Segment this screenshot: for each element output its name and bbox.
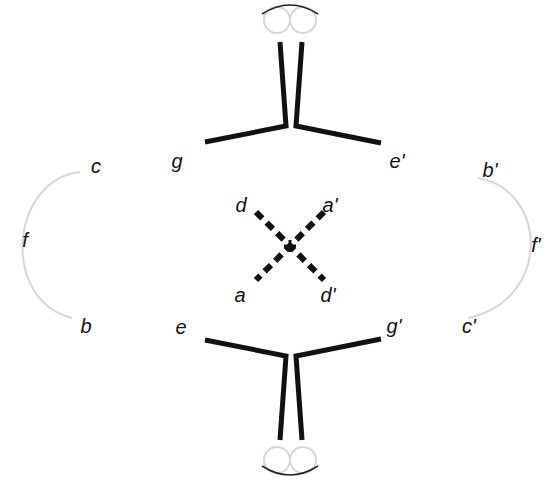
strand-label: f' xyxy=(531,235,540,255)
strand-label: f xyxy=(22,230,28,250)
top-arc xyxy=(262,5,318,14)
strand-label: e xyxy=(175,317,186,337)
strand xyxy=(205,340,286,440)
strand-label: b xyxy=(80,316,91,336)
loop-arcs xyxy=(262,5,318,475)
strand-label: b' xyxy=(483,160,498,180)
strand-label: g' xyxy=(387,316,402,336)
strand xyxy=(296,42,381,143)
dashed-strand xyxy=(256,212,324,280)
strand-label: a' xyxy=(323,195,338,215)
strand-label: c' xyxy=(462,316,476,336)
strand-label: d xyxy=(235,195,246,215)
solid-strands xyxy=(205,42,381,440)
bottom-arc xyxy=(262,466,318,475)
strand-label: d' xyxy=(321,285,336,305)
right-arc xyxy=(468,178,531,318)
center-mark xyxy=(284,240,296,252)
strand-label: c xyxy=(91,156,101,176)
center-cross xyxy=(284,240,296,252)
strand xyxy=(296,339,381,440)
strand-label: a xyxy=(234,285,245,305)
pale-strands xyxy=(23,7,531,473)
dashed-cross xyxy=(256,212,324,280)
strand xyxy=(205,42,286,142)
strand-label: g xyxy=(171,151,182,171)
strand-label: e' xyxy=(390,151,405,171)
dashed-strand xyxy=(256,212,324,280)
left-arc xyxy=(23,172,80,318)
